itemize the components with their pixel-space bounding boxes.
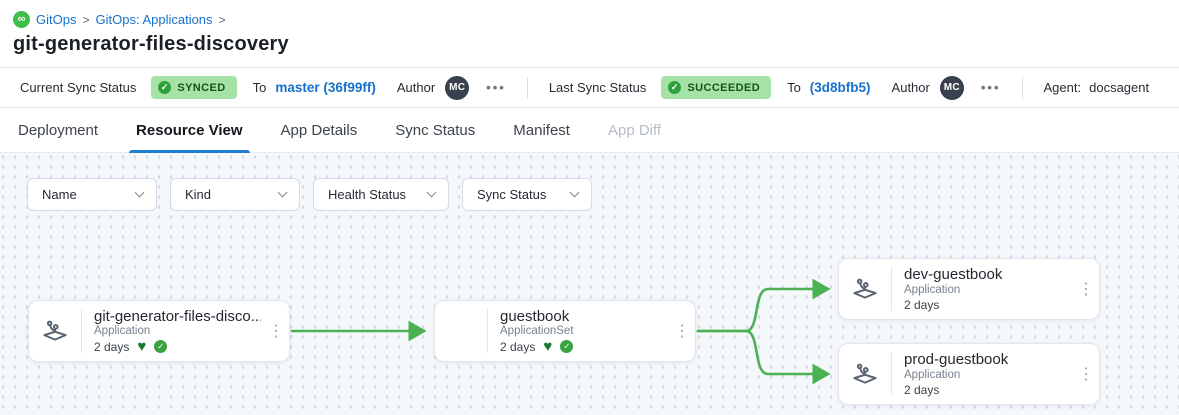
filter-kind-dropdown[interactable]: Kind — [170, 178, 300, 211]
agent-value: docsagent — [1089, 80, 1150, 95]
sync-check-icon: ✓ — [154, 340, 168, 353]
node-body: prod-guestbook Application 2 days — [892, 344, 1073, 404]
synced-badge-label: SYNCED — [177, 81, 226, 94]
filter-name-dropdown[interactable]: Name — [27, 178, 157, 211]
node-age: 2 days — [904, 298, 940, 312]
node-divider — [891, 267, 892, 311]
breadcrumb-link-gitops[interactable]: GitOps — [36, 12, 77, 27]
node-kind: ApplicationSet — [500, 325, 574, 337]
page-title: git-generator-files-discovery — [13, 33, 289, 55]
node-kebab-menu-icon[interactable]: ⋮ — [268, 323, 284, 340]
argo-application-icon — [839, 344, 891, 404]
last-author-label: Author — [891, 80, 930, 95]
filter-sync-status-dropdown[interactable]: Sync Status — [462, 178, 592, 211]
graph-node-dev-guestbook[interactable]: dev-guestbook Application 2 days ⋮ — [838, 258, 1100, 320]
current-revision-link[interactable]: master (36f99ff) — [275, 80, 376, 95]
last-to-label: To — [787, 80, 801, 95]
filter-kind-label: Kind — [185, 187, 212, 202]
node-age: 2 days — [904, 383, 940, 397]
graph-node-prod-guestbook[interactable]: prod-guestbook Application 2 days ⋮ — [838, 343, 1100, 405]
node-divider — [81, 309, 82, 353]
argo-application-icon — [839, 259, 891, 319]
node-kind: Application — [94, 325, 151, 337]
node-title: git-generator-files-disco... — [94, 308, 261, 324]
node-age: 2 days — [94, 339, 130, 354]
last-more-menu-icon[interactable]: ••• — [980, 80, 1001, 95]
argo-application-icon — [29, 301, 81, 361]
health-heart-icon: ♥ — [543, 338, 553, 355]
node-divider — [891, 352, 892, 396]
filter-health-status-label: Health Status — [328, 187, 407, 202]
current-sync-status-label: Current Sync Status — [20, 80, 137, 95]
node-body: git-generator-files-disco... Application… — [82, 301, 263, 361]
status-bar-divider — [526, 76, 528, 99]
resource-graph-canvas: Name Kind Health Status Sync Status — [0, 153, 1179, 415]
breadcrumb-link-applications[interactable]: GitOps: Applications — [95, 12, 213, 27]
agent-label: Agent: — [1043, 80, 1082, 95]
last-revision-link[interactable]: (3d8bfb5) — [809, 80, 871, 95]
node-kebab-menu-icon[interactable]: ⋮ — [1078, 366, 1094, 383]
chevron-down-icon — [426, 187, 437, 198]
node-meta: 2 days — [904, 298, 1071, 312]
current-more-menu-icon[interactable]: ••• — [486, 80, 506, 95]
node-title: dev-guestbook — [904, 266, 1003, 283]
chevron-down-icon — [277, 187, 288, 198]
node-age: 2 days — [500, 339, 536, 354]
tab-app-details[interactable]: App Details — [280, 121, 358, 139]
tab-bar: Deployment Resource View App Details Syn… — [0, 108, 1179, 153]
succeeded-status-badge: ✓ SUCCEEDED — [661, 76, 772, 99]
node-kebab-menu-icon[interactable]: ⋮ — [1078, 281, 1094, 298]
status-bar-divider — [1021, 76, 1023, 99]
node-kebab-menu-icon[interactable]: ⋮ — [674, 323, 690, 340]
last-sync-status-label: Last Sync Status — [548, 80, 647, 95]
check-circle-icon: ✓ — [668, 81, 682, 94]
tab-manifest[interactable]: Manifest — [513, 121, 570, 139]
node-body: dev-guestbook Application 2 days — [892, 259, 1073, 319]
graph-node-git-generator-files-discovery[interactable]: git-generator-files-disco... Application… — [28, 300, 290, 362]
filter-sync-status-label: Sync Status — [477, 187, 547, 202]
last-author-avatar: MC — [939, 75, 964, 100]
chevron-down-icon — [569, 187, 580, 198]
succeeded-badge-label: SUCCEEDED — [687, 81, 761, 94]
current-author-avatar: MC — [445, 75, 470, 100]
status-bar: Current Sync Status ✓ SYNCED To master (… — [0, 67, 1179, 108]
current-to-label: To — [252, 80, 267, 95]
tab-app-diff: App Diff — [607, 121, 662, 139]
current-author-label: Author — [396, 80, 436, 95]
tab-resource-view[interactable]: Resource View — [129, 108, 250, 153]
graph-edges — [290, 278, 831, 385]
breadcrumb-separator: > — [82, 12, 90, 27]
filter-name-label: Name — [42, 187, 77, 202]
graph-filters: Name Kind Health Status Sync Status — [27, 178, 592, 211]
synced-status-badge: ✓ SYNCED — [151, 76, 237, 99]
health-heart-icon: ♥ — [137, 338, 147, 355]
node-icon-placeholder — [435, 301, 487, 361]
node-body: guestbook ApplicationSet 2 days ♥ ✓ — [488, 301, 669, 361]
node-title: prod-guestbook — [904, 351, 1009, 368]
breadcrumb-separator: > — [218, 12, 226, 27]
tab-sync-status[interactable]: Sync Status — [395, 121, 476, 139]
tab-deployment[interactable]: Deployment — [18, 121, 99, 139]
node-meta: 2 days ♥ ✓ — [500, 339, 667, 354]
check-circle-icon: ✓ — [158, 81, 172, 94]
node-divider — [487, 309, 488, 353]
graph-node-guestbook[interactable]: guestbook ApplicationSet 2 days ♥ ✓ ⋮ — [434, 300, 696, 362]
sync-check-icon: ✓ — [560, 340, 574, 353]
node-kind: Application — [904, 369, 961, 381]
node-meta: 2 days ♥ ✓ — [94, 339, 261, 354]
node-meta: 2 days — [904, 383, 1071, 397]
gitops-brand-icon: ∞ — [13, 11, 30, 28]
node-kind: Application — [904, 284, 961, 296]
filter-health-status-dropdown[interactable]: Health Status — [313, 178, 449, 211]
breadcrumb: ∞ GitOps > GitOps: Applications > — [0, 0, 1179, 28]
node-title: guestbook — [500, 308, 570, 324]
chevron-down-icon — [134, 187, 145, 198]
